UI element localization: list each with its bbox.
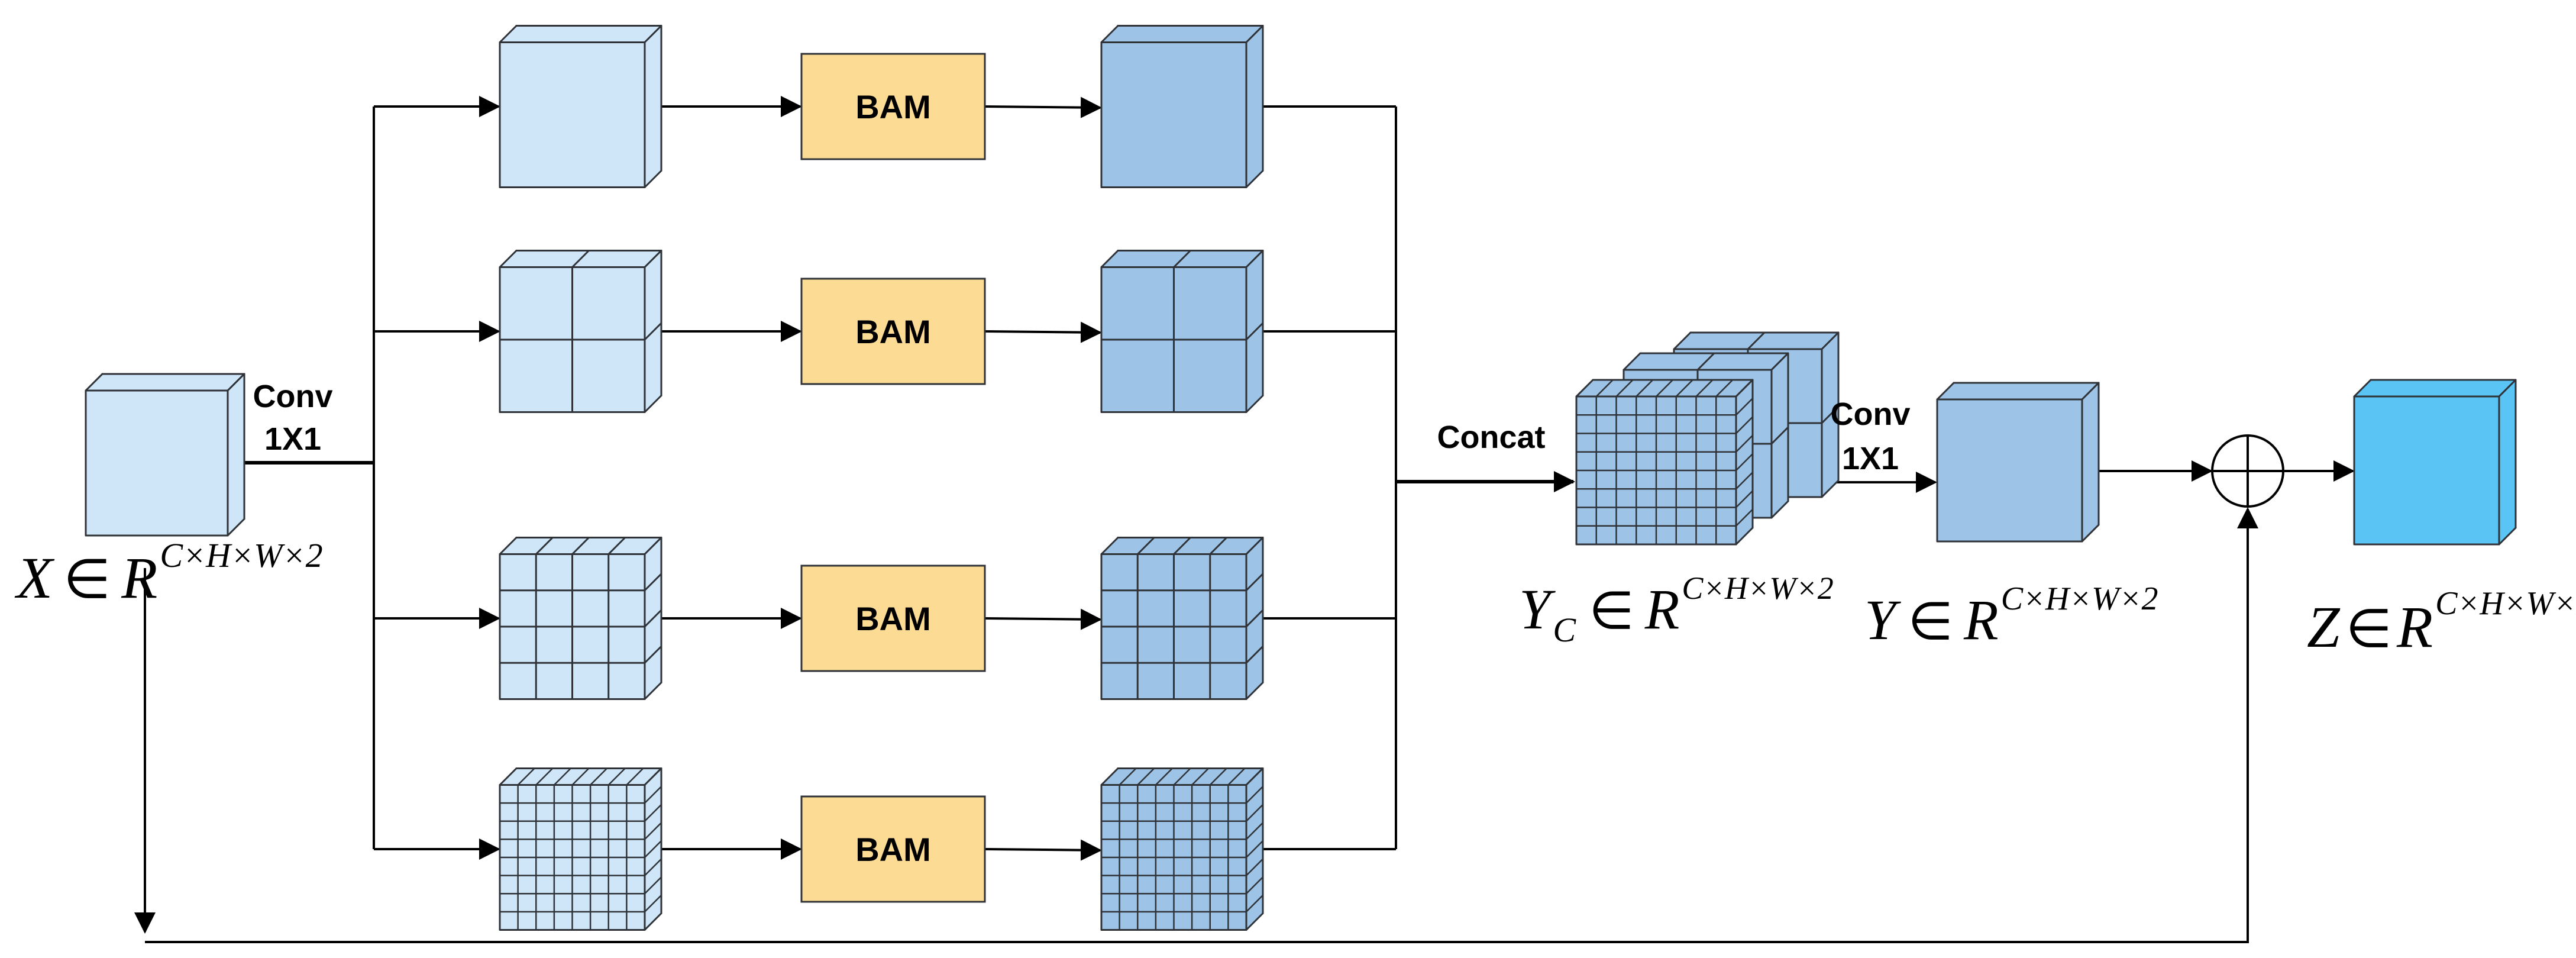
output-feature-y <box>1936 382 2100 543</box>
connector-lines <box>134 96 2355 943</box>
bam-label: BAM <box>855 313 931 350</box>
output-feature-z <box>2353 379 2517 546</box>
input-feature-x <box>85 373 245 537</box>
equation-y: Y ∈ R C×H×W×2 <box>1864 580 2158 651</box>
arrow-from-bam <box>984 96 1102 118</box>
bam-module-4: BAM <box>800 795 986 903</box>
concat-stack-layer-3 <box>1575 379 1754 546</box>
bam-module-3: BAM <box>800 565 986 672</box>
branch-1-input-map <box>499 25 662 188</box>
bam-module-1: BAM <box>800 53 986 160</box>
arrow-from-bam <box>984 839 1102 861</box>
arrow-from-bam <box>984 321 1102 343</box>
conv-right-kernel-label: 1X1 <box>1842 441 1899 476</box>
conv-right-label: Conv <box>1831 396 1911 432</box>
bam-module-2: BAM <box>800 278 986 385</box>
residual-skip-path <box>145 507 2258 943</box>
branch-4-input-map <box>499 767 662 931</box>
bam-modules: BAM BAM BAM BAM <box>800 53 986 903</box>
bam-label: BAM <box>855 600 931 637</box>
conv-left-kernel-label: 1X1 <box>264 421 321 457</box>
equation-z: Z ∈ R C×H×W×2 <box>2307 585 2576 660</box>
element-wise-sum-operator <box>2211 434 2284 508</box>
branch-4-attended-map <box>1100 767 1264 931</box>
feature-maps <box>85 25 2517 931</box>
bam-label: BAM <box>855 88 931 125</box>
arrow-from-bam <box>984 608 1102 630</box>
branch-2-attended-map <box>1100 250 1264 413</box>
branch-3-input-map <box>499 537 662 700</box>
branch-1-attended-map <box>1100 25 1264 188</box>
branch-2-input-map <box>499 250 662 413</box>
conv-left-label: Conv <box>253 379 333 414</box>
bam-label: BAM <box>855 831 931 868</box>
branch-3-attended-map <box>1100 537 1264 700</box>
equation-x: X ∈ R C×H×W×2 <box>14 536 323 611</box>
concat-label: Concat <box>1437 420 1545 455</box>
equation-yc: Y C ∈ R C×H×W×2 <box>1519 570 1834 649</box>
